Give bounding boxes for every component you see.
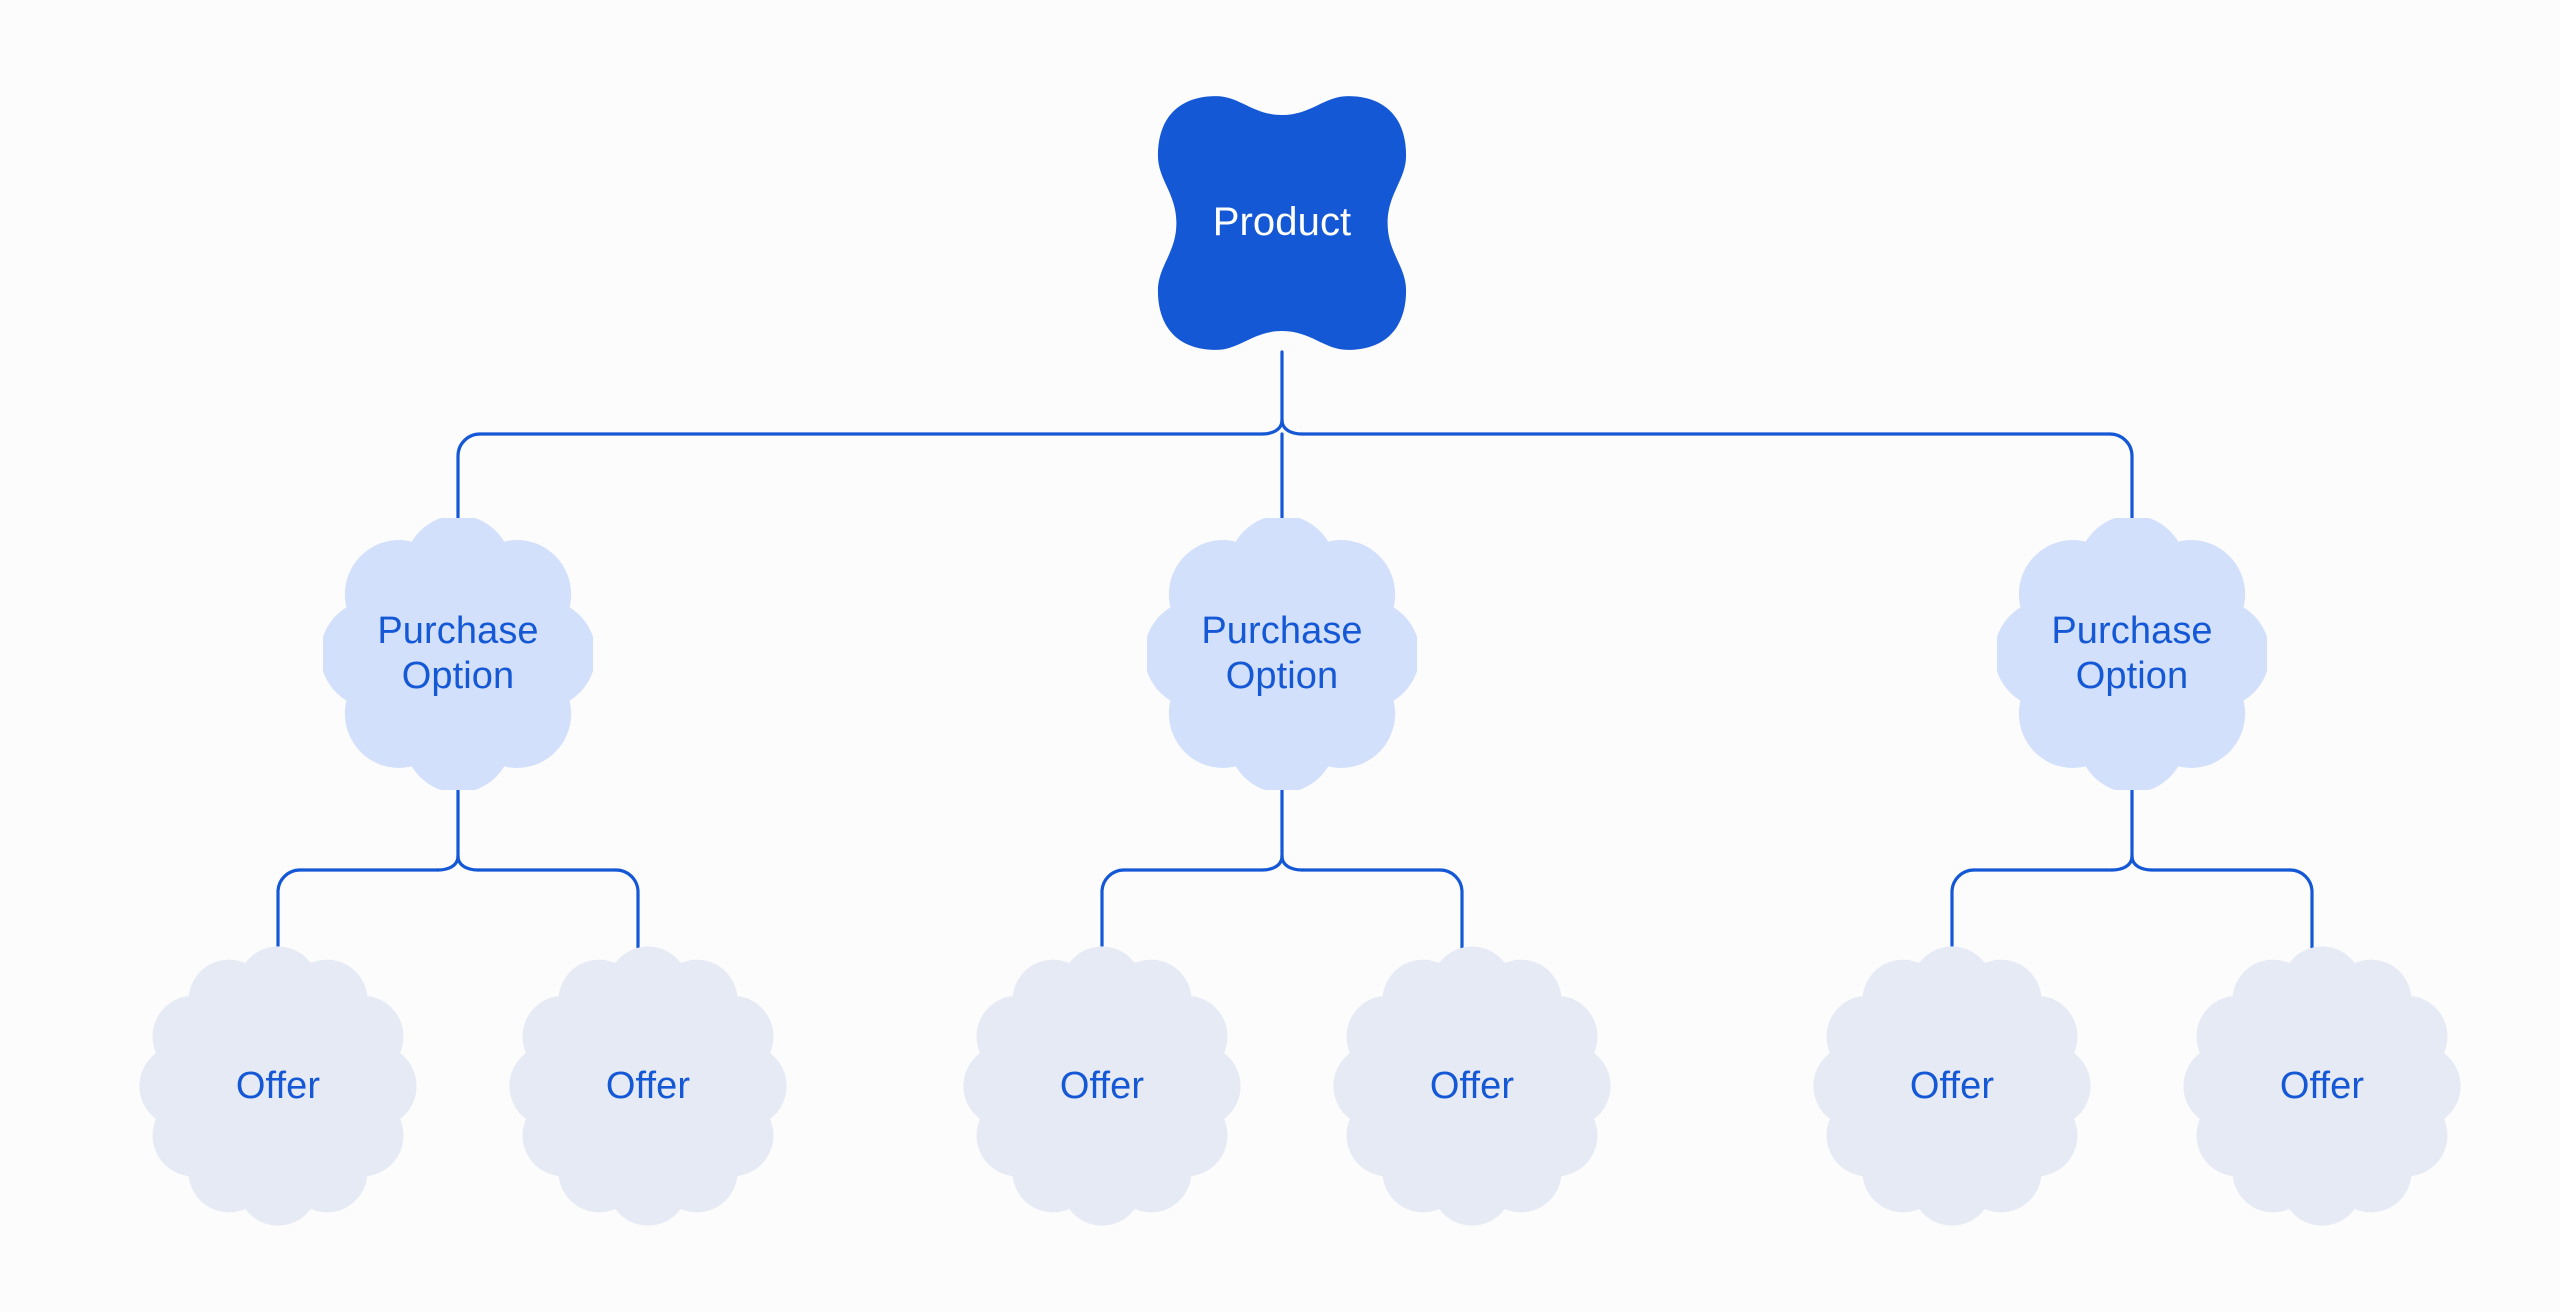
edge-po2-fillet-right bbox=[1280, 854, 1304, 872]
edge-po1-fillet-right bbox=[456, 854, 480, 872]
node-offer-1-shape bbox=[139, 946, 417, 1226]
node-purchase-option-1-label: Purchase Option bbox=[377, 610, 539, 697]
node-offer-4[interactable]: Offer bbox=[1332, 945, 1612, 1227]
edge-po3-fillet-left bbox=[2110, 854, 2134, 872]
edge-drop-offer5 bbox=[1950, 868, 1976, 954]
node-purchase-option-1[interactable]: Purchase Option bbox=[323, 518, 593, 790]
node-offer-6-shape bbox=[2183, 946, 2461, 1226]
edge-po1-fillet-left bbox=[436, 854, 460, 872]
edge-drop-offer6 bbox=[2288, 868, 2314, 954]
node-purchase-option-2-label: Purchase Option bbox=[1201, 610, 1363, 697]
node-offer-3[interactable]: Offer bbox=[962, 945, 1242, 1227]
edge-drop-offer1 bbox=[276, 868, 302, 954]
edge-product-fillet-right bbox=[1280, 418, 1304, 436]
edge-po2-fillet-left bbox=[1260, 854, 1284, 872]
node-purchase-option-3-label: Purchase Option bbox=[2051, 610, 2213, 697]
edge-drop-po1 bbox=[456, 432, 482, 526]
node-offer-6-label: Offer bbox=[2279, 1064, 2365, 1107]
node-offer-1[interactable]: Offer bbox=[138, 945, 418, 1227]
node-offer-2[interactable]: Offer bbox=[508, 945, 788, 1227]
node-offer-2-shape bbox=[509, 946, 787, 1226]
node-offer-3-shape bbox=[963, 946, 1241, 1226]
node-purchase-option-1-shape bbox=[323, 518, 593, 790]
node-offer-4-shape bbox=[1333, 946, 1611, 1226]
edge-drop-po3 bbox=[2108, 432, 2134, 526]
edge-product-fillet-left bbox=[1260, 418, 1284, 436]
node-offer-6[interactable]: Offer bbox=[2182, 945, 2462, 1227]
node-offer-5-label: Offer bbox=[1909, 1064, 1995, 1107]
node-purchase-option-2[interactable]: Purchase Option bbox=[1147, 518, 1417, 790]
edge-po3-fillet-right bbox=[2130, 854, 2154, 872]
node-purchase-option-3[interactable]: Purchase Option bbox=[1997, 518, 2267, 790]
node-offer-1-label: Offer bbox=[235, 1064, 321, 1107]
node-offer-4-label: Offer bbox=[1429, 1064, 1515, 1107]
node-offer-5-shape bbox=[1813, 946, 2091, 1226]
node-offer-3-label: Offer bbox=[1059, 1064, 1145, 1107]
edge-drop-offer4 bbox=[1438, 868, 1464, 954]
node-offer-5[interactable]: Offer bbox=[1812, 945, 2092, 1227]
node-product-label: Product bbox=[1212, 200, 1352, 245]
node-purchase-option-2-shape bbox=[1147, 518, 1417, 790]
node-product[interactable]: Product bbox=[1150, 88, 1414, 358]
edge-drop-offer2 bbox=[614, 868, 640, 954]
node-purchase-option-3-shape bbox=[1997, 518, 2267, 790]
node-offer-2-label: Offer bbox=[605, 1064, 691, 1107]
edge-drop-offer3 bbox=[1100, 868, 1126, 954]
